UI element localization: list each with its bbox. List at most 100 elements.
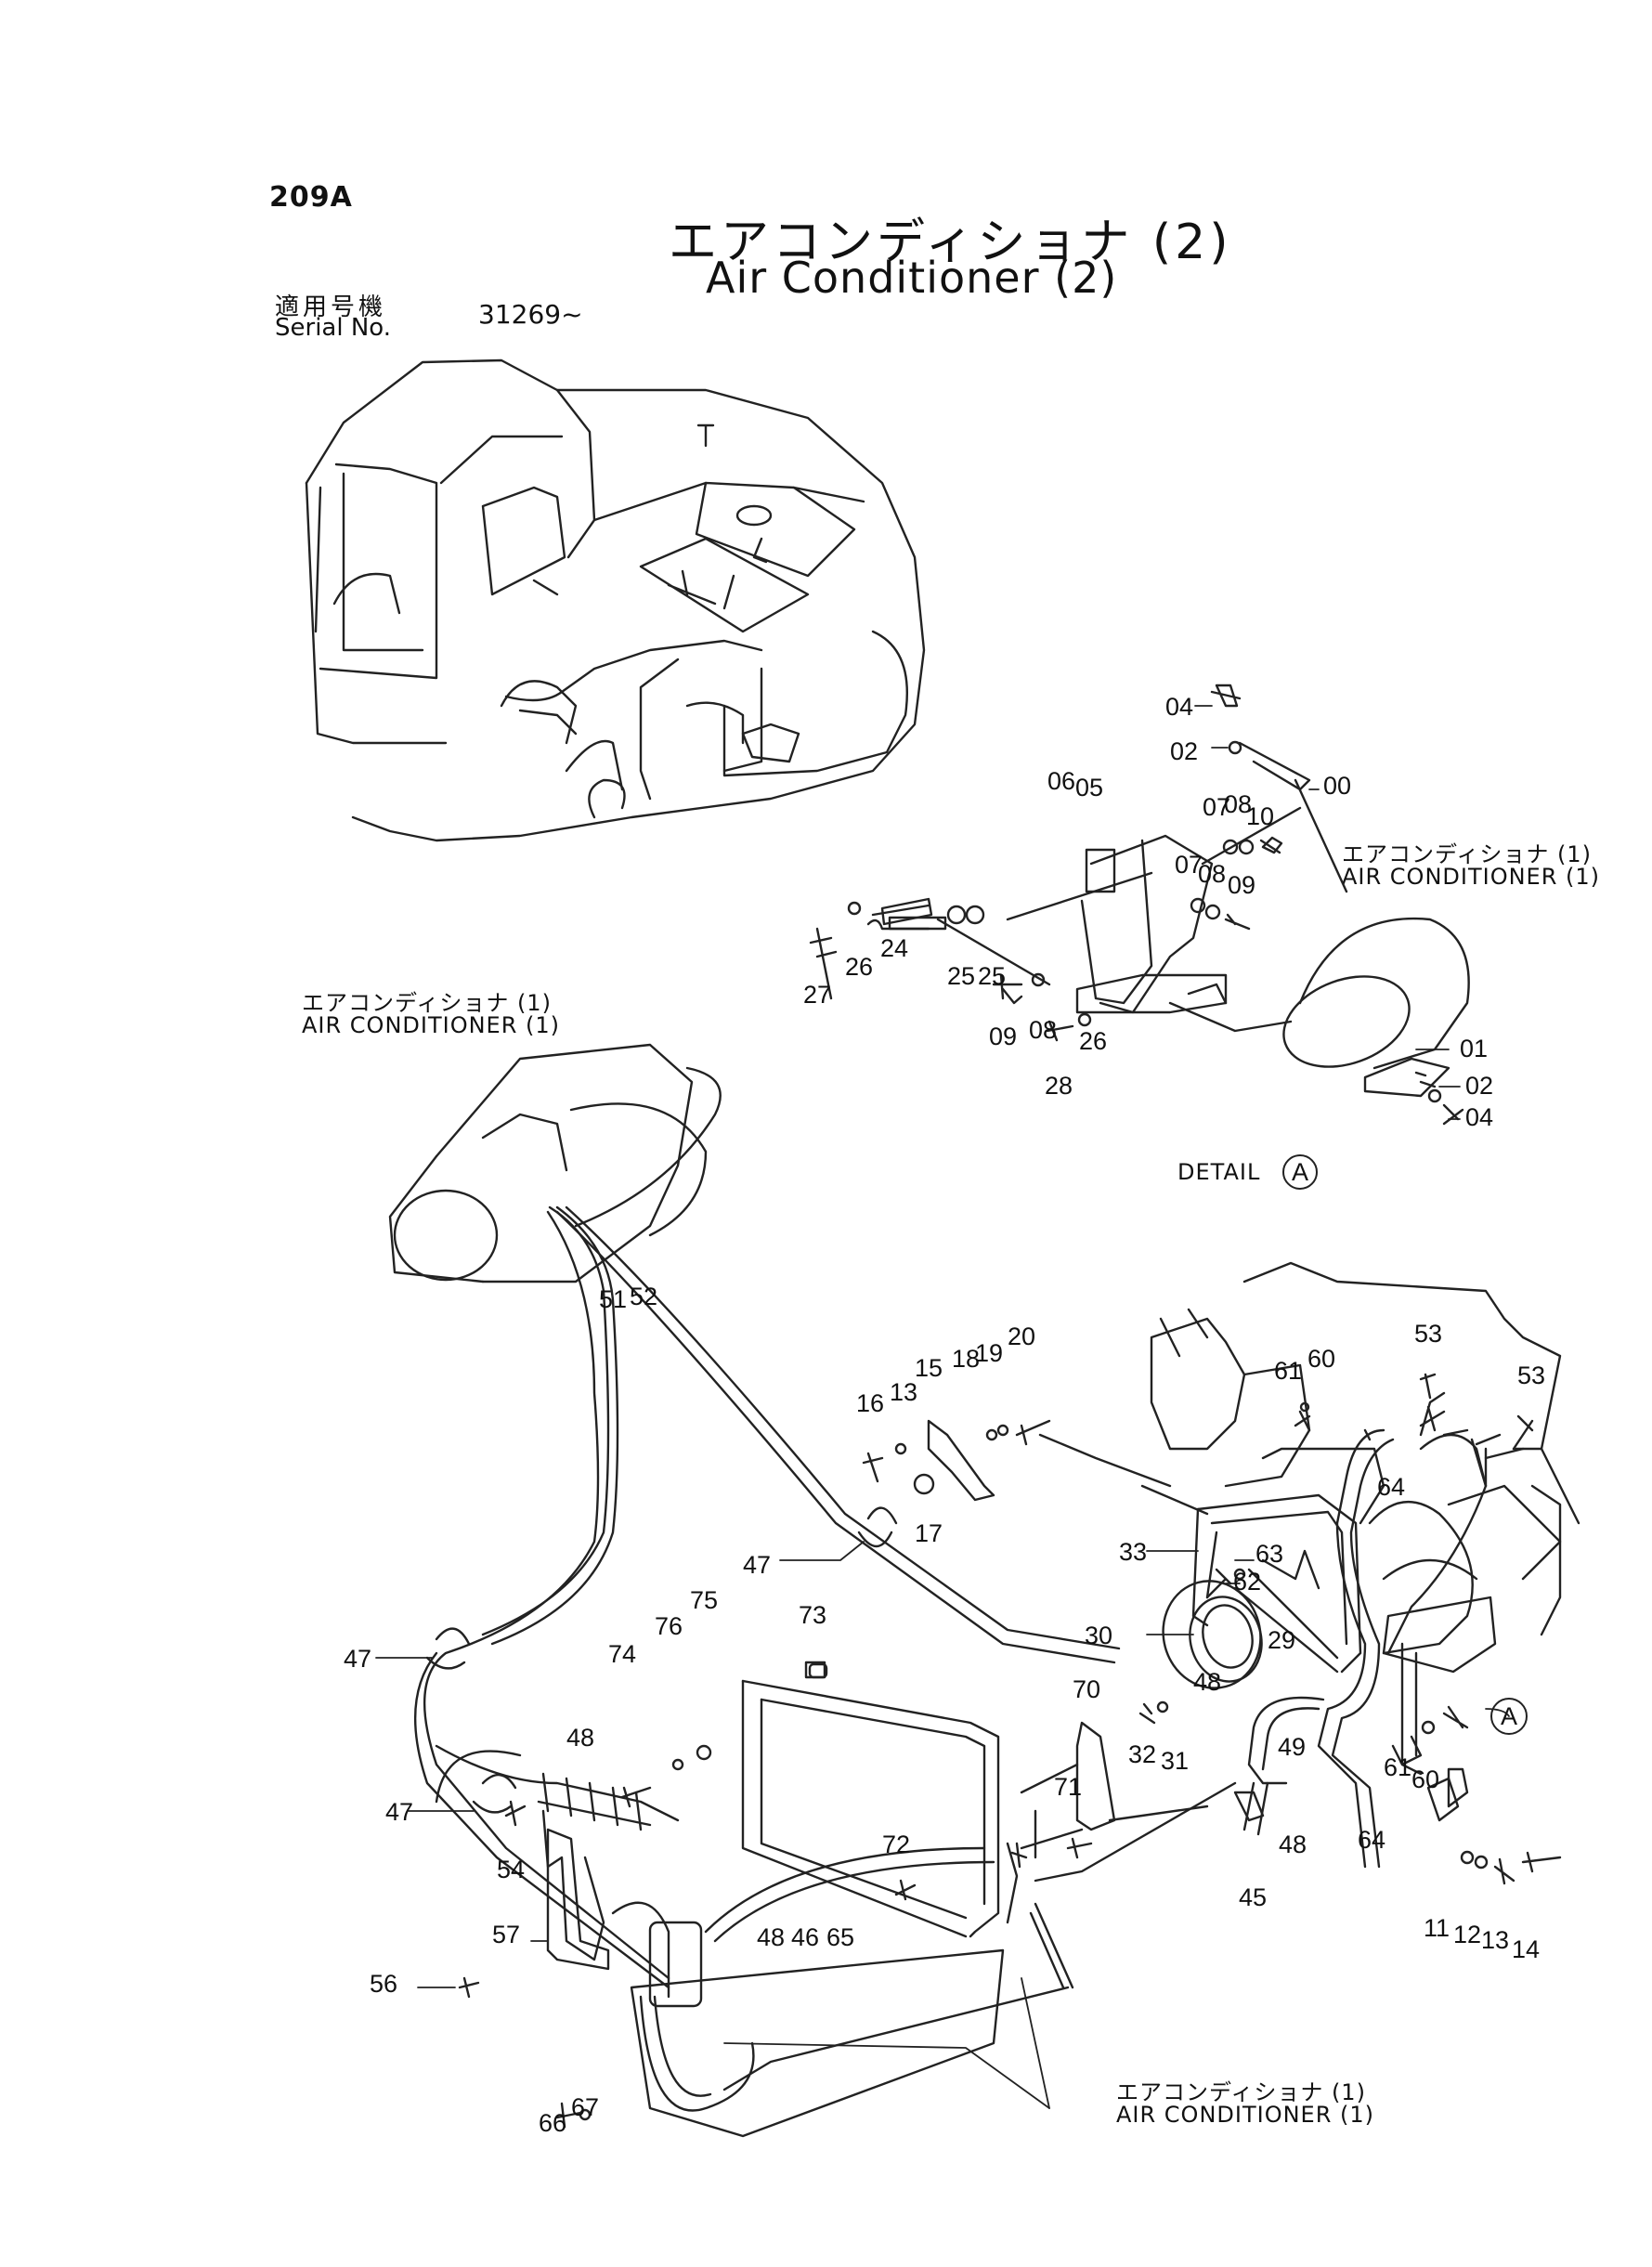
part-number-label: 48 [1193, 1668, 1221, 1696]
part-number-label: 13 [1481, 1926, 1509, 1954]
part-number-label: 07 [1175, 851, 1203, 879]
part-number-label: 26 [1079, 1027, 1107, 1055]
page-title-english: Air Conditioner (2) [706, 253, 1118, 303]
engine-compressor-assembly [1150, 1261, 1580, 1689]
callout-a-circle [1490, 1698, 1528, 1735]
part-number-label: 56 [370, 1970, 397, 1998]
part-number-label: 20 [1008, 1322, 1035, 1350]
part-number-label: 07 [1203, 793, 1230, 821]
part-number-label: 11 [1424, 1914, 1450, 1942]
part-number-label: 06 [1047, 767, 1075, 795]
part-number-label: 57 [492, 1921, 520, 1948]
serial-number-value: 31269~ [478, 299, 583, 330]
detail-label: DETAIL [1177, 1159, 1261, 1185]
part-number-label: 76 [655, 1612, 683, 1640]
part-number-label: 00 [1323, 772, 1351, 800]
part-number-label: 64 [1377, 1473, 1405, 1501]
hose-clamps [425, 1506, 898, 1814]
part-number-label: 48 [1279, 1831, 1307, 1858]
part-number-label: 67 [571, 2093, 599, 2121]
part-number-label: 09 [1228, 871, 1255, 899]
part-number-label: 62 [1233, 1568, 1261, 1596]
part-number-label: 61 [1384, 1753, 1411, 1781]
part-number-label: 18 [952, 1345, 980, 1373]
part-number-label: 32 [1128, 1740, 1156, 1768]
part-number-label: 04 [1165, 693, 1193, 721]
part-number-label: 66 [539, 2109, 566, 2137]
page-title-japanese: エアコンディショナ (2) [669, 215, 1232, 270]
part-number-label: 24 [880, 934, 908, 962]
part-number-label: 31 [1161, 1747, 1189, 1775]
reference-upper-jp: エアコンディショナ (1) [302, 990, 552, 1016]
part-number-label: 45 [1239, 1883, 1267, 1911]
part-number-label: 47 [344, 1645, 371, 1673]
part-number-label: 52 [630, 1283, 657, 1310]
part-number-label: 61 [1274, 1357, 1302, 1385]
part-number-label: 70 [1073, 1675, 1100, 1703]
bracket-70 [1020, 1721, 1237, 1883]
part-number-label: 72 [882, 1831, 910, 1858]
leader-lines [375, 705, 1510, 2109]
fasteners [458, 684, 1562, 2129]
detail-a-letter: A [1292, 1158, 1308, 1186]
part-number-label: 10 [1246, 802, 1274, 830]
part-number-label: 75 [690, 1586, 718, 1614]
part-number-label: 08 [1224, 790, 1252, 818]
part-number-label: 30 [1085, 1622, 1112, 1649]
part-number-label: 19 [975, 1339, 1003, 1367]
bracket-15 [927, 1419, 1209, 1516]
serial-label-english: Serial No. [275, 314, 391, 342]
part-number-label: 53 [1414, 1320, 1442, 1348]
reference-lower-jp: エアコンディショナ (1) [1116, 2079, 1366, 2105]
condenser-frame [611, 1661, 1074, 2138]
part-number-label: 60 [1411, 1765, 1439, 1793]
part-number-label: 73 [799, 1601, 826, 1629]
part-number-label: 04 [1465, 1103, 1493, 1131]
serial-label-japanese: 適用号機 [275, 293, 387, 321]
reference-detail-en: AIR CONDITIONER (1) [1342, 864, 1601, 890]
part-number-label: 74 [608, 1640, 636, 1668]
part-number-label: 47 [743, 1551, 771, 1579]
part-number-label: 05 [1075, 774, 1103, 801]
part-number-label: 25 [978, 962, 1006, 990]
part-number-label: 09 [989, 1023, 1017, 1050]
bracket-57 [546, 1828, 610, 1971]
reference-detail-jp: エアコンディショナ (1) [1342, 841, 1592, 867]
part-number-label: 33 [1119, 1538, 1147, 1566]
part-number-label: 27 [803, 981, 831, 1009]
bracket-assembly [866, 741, 1470, 1098]
part-number-label: 63 [1255, 1540, 1283, 1568]
part-number-label: 15 [915, 1354, 943, 1382]
part-number-label: 02 [1465, 1072, 1493, 1100]
part-number-label: 65 [826, 1923, 854, 1951]
part-number-label: 46 [791, 1923, 819, 1951]
reference-upper-en: AIR CONDITIONER (1) [302, 1012, 561, 1038]
part-number-label: 48 [757, 1923, 785, 1951]
hose-segments [435, 1744, 680, 1961]
reference-lower-en: AIR CONDITIONER (1) [1116, 2102, 1375, 2128]
part-number-label: 53 [1517, 1362, 1545, 1389]
part-number-label: 26 [845, 953, 873, 981]
part-number-label: 16 [856, 1389, 884, 1417]
part-number-label: 08 [1198, 860, 1226, 888]
excavator-illustration [305, 358, 926, 842]
part-number-label: 08 [1029, 1016, 1057, 1044]
part-number-label: 60 [1307, 1345, 1335, 1373]
compressor-hoses [1233, 1428, 1525, 1869]
part-number-label: 54 [497, 1856, 525, 1883]
part-number-label: 47 [385, 1798, 413, 1826]
page-code: 209A [269, 181, 353, 214]
part-number-label: 51 [599, 1285, 627, 1313]
part-number-label: 25 [947, 962, 975, 990]
part-number-label: 71 [1054, 1773, 1082, 1801]
part-number-label: 17 [915, 1519, 943, 1547]
part-number-label: 12 [1453, 1921, 1481, 1948]
part-number-label: 29 [1268, 1626, 1295, 1654]
part-number-label: 14 [1512, 1935, 1540, 1963]
part-number-label: 13 [890, 1378, 917, 1406]
part-number-label: 28 [1045, 1072, 1073, 1100]
callout-a-letter: A [1501, 1702, 1517, 1730]
part-number-label: 01 [1460, 1035, 1488, 1062]
